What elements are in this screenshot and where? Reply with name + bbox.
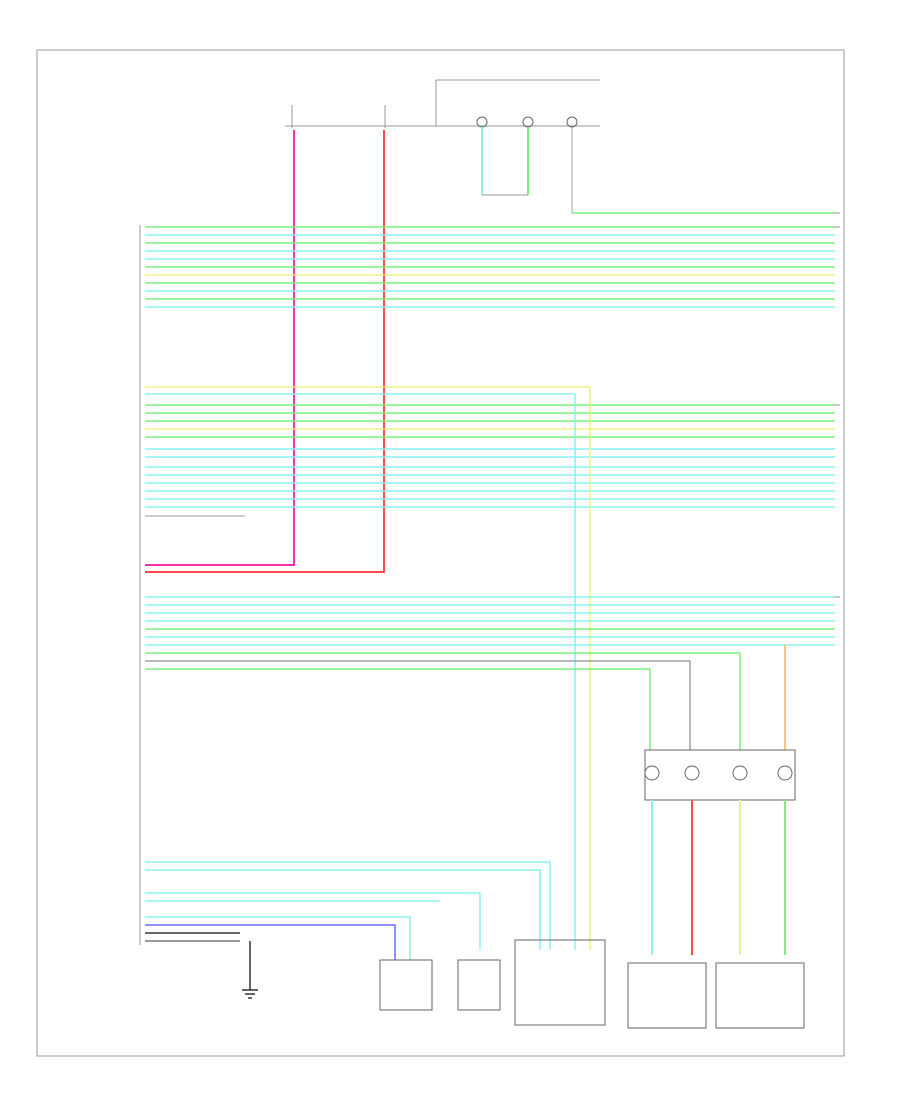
wire-group-2: [145, 386, 835, 508]
wire-group-4: [145, 861, 551, 960]
subwoofer-connector: [514, 939, 606, 1026]
speaker-connector-block: [644, 749, 796, 801]
right-terminal-ticks: [835, 212, 840, 598]
speaker-icon: [644, 765, 660, 781]
ground-icon: [242, 989, 258, 999]
wire-red-power: [145, 130, 385, 573]
diagram-frame: [36, 49, 845, 1057]
tweeter-connector-left: [379, 959, 433, 1011]
wire-group-1: [145, 226, 835, 308]
speaker-icon: [777, 765, 793, 781]
speaker-box-left: [627, 962, 707, 1029]
wire-group-3: [145, 596, 835, 670]
speaker-box-right: [715, 962, 805, 1029]
speaker-icon: [684, 765, 700, 781]
tweeter-connector-right: [457, 959, 501, 1011]
speaker-icon: [732, 765, 748, 781]
